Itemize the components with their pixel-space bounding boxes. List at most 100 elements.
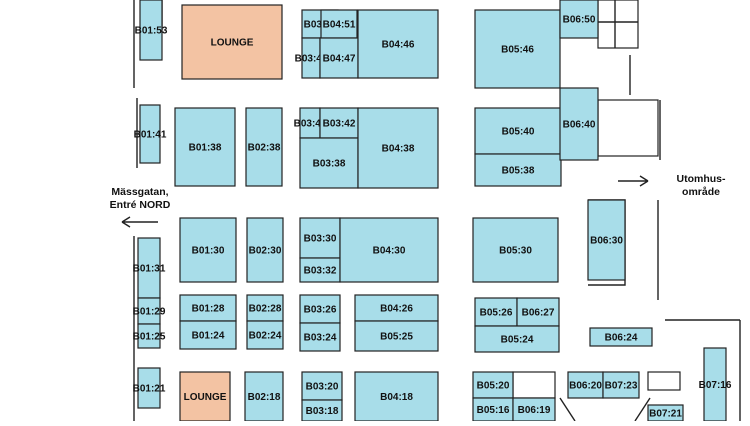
booth-label-b01-53: B01:53 bbox=[135, 26, 168, 37]
booth-label-b06-27: B06:27 bbox=[522, 308, 555, 319]
outdoor-arrow-icon bbox=[618, 175, 649, 187]
booth-label-b02-28: B02:28 bbox=[249, 304, 282, 315]
booth-b06-30[interactable] bbox=[587, 199, 626, 281]
booth-label-b02-30: B02:30 bbox=[249, 246, 282, 257]
booth-b06-50[interactable] bbox=[559, 0, 599, 39]
booth-label-b03-42: B03:42 bbox=[323, 119, 356, 130]
booth-label-b03-26: B03:26 bbox=[304, 305, 337, 316]
booth-label-b03-48: B03:48 bbox=[295, 54, 328, 65]
structure-ne bbox=[597, 0, 639, 49]
booth-label-b02-38: B02:38 bbox=[248, 143, 281, 154]
booth-label-b06-20: B06:20 bbox=[569, 381, 602, 392]
booth-label-b01-31: B01:31 bbox=[133, 264, 166, 275]
booth-label-b03-18: B03:18 bbox=[306, 406, 339, 417]
booth-b04-51[interactable] bbox=[320, 9, 358, 39]
booth-b04-30[interactable] bbox=[339, 217, 439, 283]
booth-label-b01-28: B01:28 bbox=[192, 304, 225, 315]
booth-label-b05-16: B05:16 bbox=[477, 405, 510, 416]
booth-label-b06-40: B06:40 bbox=[563, 120, 596, 131]
booth-b01-24[interactable] bbox=[179, 320, 237, 350]
booth-label-b03-20: B03:20 bbox=[306, 382, 339, 393]
structure-e-room bbox=[597, 99, 659, 157]
booth-label-b03-32: B03:32 bbox=[304, 266, 337, 277]
booth-b06-20[interactable] bbox=[567, 371, 604, 399]
booth-b01-41[interactable] bbox=[139, 104, 161, 164]
booth-label-b03-50: B03:50 bbox=[304, 20, 337, 31]
booth-label-b05-20: B05:20 bbox=[477, 381, 510, 392]
booth-b01-30[interactable] bbox=[179, 217, 237, 283]
booth-label-b05-24: B05:24 bbox=[501, 335, 534, 346]
booth-b05-20[interactable] bbox=[472, 371, 514, 399]
booth-b01-25[interactable] bbox=[137, 323, 161, 349]
booth-lounge-n[interactable] bbox=[181, 4, 283, 80]
booth-b07-23[interactable] bbox=[602, 371, 640, 399]
booth-layer: B01:53LOUNGEB03:50B04:51B03:48B04:47B04:… bbox=[133, 0, 732, 422]
booth-label-b07-23: B07:23 bbox=[605, 381, 638, 392]
booth-b04-38[interactable] bbox=[357, 107, 439, 189]
booth-b04-18[interactable] bbox=[354, 371, 439, 422]
booth-b01-53[interactable] bbox=[139, 0, 163, 61]
entrance-arrow-icon bbox=[121, 216, 158, 228]
outdoor-label-line1: Utomhus- bbox=[677, 173, 726, 185]
booth-b05-24[interactable] bbox=[474, 325, 560, 353]
booth-label-b05-30: B05:30 bbox=[499, 246, 532, 257]
booth-label-b06-50: B06:50 bbox=[563, 15, 596, 26]
booth-label-b01-24: B01:24 bbox=[192, 331, 225, 342]
booth-label-b04-51: B04:51 bbox=[323, 20, 356, 31]
booth-b01-38[interactable] bbox=[174, 107, 236, 187]
booth-label-b03-38: B03:38 bbox=[313, 159, 346, 170]
booth-b04-46[interactable] bbox=[357, 9, 439, 79]
booth-label-b05-26: B05:26 bbox=[480, 308, 513, 319]
booth-label-b04-26: B04:26 bbox=[380, 304, 413, 315]
booth-b05-46[interactable] bbox=[474, 9, 561, 89]
booth-label-b01-41: B01:41 bbox=[134, 130, 167, 141]
booth-label-b04-30: B04:30 bbox=[373, 246, 406, 257]
booth-label-lounge-s: LOUNGE bbox=[184, 392, 227, 403]
booth-label-b04-47: B04:47 bbox=[323, 54, 356, 65]
booth-label-b04-18: B04:18 bbox=[380, 392, 413, 403]
booth-label-b01-30: B01:30 bbox=[192, 246, 225, 257]
booth-b03-24[interactable] bbox=[299, 322, 341, 352]
booth-b03-38[interactable] bbox=[299, 137, 359, 189]
entrance-label-line2: Entré NORD bbox=[110, 199, 171, 211]
booth-label-b05-40: B05:40 bbox=[502, 127, 535, 138]
booth-label-b06-19: B06:19 bbox=[518, 405, 551, 416]
booth-b02-24[interactable] bbox=[246, 320, 284, 350]
structure-diagonal-1 bbox=[559, 397, 576, 422]
booth-b03-42[interactable] bbox=[319, 107, 359, 139]
booth-b05-38[interactable] bbox=[474, 153, 562, 187]
outdoor-label-line2: område bbox=[682, 186, 720, 198]
booth-label-b03-30: B03:30 bbox=[304, 234, 337, 245]
booth-b05-25[interactable] bbox=[354, 320, 439, 352]
booth-label-b03-24: B03:24 bbox=[304, 333, 337, 344]
booth-label-b05-38: B05:38 bbox=[502, 166, 535, 177]
booth-label-b03-44: B03:44 bbox=[294, 119, 327, 130]
booth-label-b04-46: B04:46 bbox=[382, 40, 415, 51]
booth-b02-18[interactable] bbox=[244, 371, 284, 422]
booth-b02-38[interactable] bbox=[245, 107, 283, 187]
booth-label-b01-29: B01:29 bbox=[133, 307, 166, 318]
booth-b05-30[interactable] bbox=[472, 217, 559, 283]
booth-label-b01-38: B01:38 bbox=[189, 143, 222, 154]
booth-label-b06-24: B06:24 bbox=[605, 333, 638, 344]
booth-label-b01-25: B01:25 bbox=[133, 332, 166, 343]
structure-diagonal-2 bbox=[634, 397, 651, 422]
booth-lounge-s[interactable] bbox=[179, 371, 231, 422]
booth-b02-30[interactable] bbox=[246, 217, 284, 283]
booth-label-b04-38: B04:38 bbox=[382, 144, 415, 155]
booth-b03-20[interactable] bbox=[301, 371, 343, 401]
booth-b01-21[interactable] bbox=[137, 367, 161, 409]
booth-label-b05-25: B05:25 bbox=[380, 332, 413, 343]
booth-b06-40[interactable] bbox=[559, 87, 599, 161]
booth-label-b06-30: B06:30 bbox=[590, 236, 623, 247]
booth-label-b02-18: B02:18 bbox=[248, 392, 281, 403]
booth-label-b02-24: B02:24 bbox=[249, 331, 282, 342]
booth-b03-26[interactable] bbox=[299, 294, 341, 324]
structure-sw-box bbox=[647, 371, 681, 391]
booth-b06-24[interactable] bbox=[589, 327, 653, 347]
entrance-label-line1: Mässgatan, bbox=[111, 186, 168, 198]
booth-label-b05-46: B05:46 bbox=[501, 45, 534, 56]
booth-b01-28[interactable] bbox=[179, 294, 237, 322]
structure-small-box bbox=[512, 371, 556, 399]
